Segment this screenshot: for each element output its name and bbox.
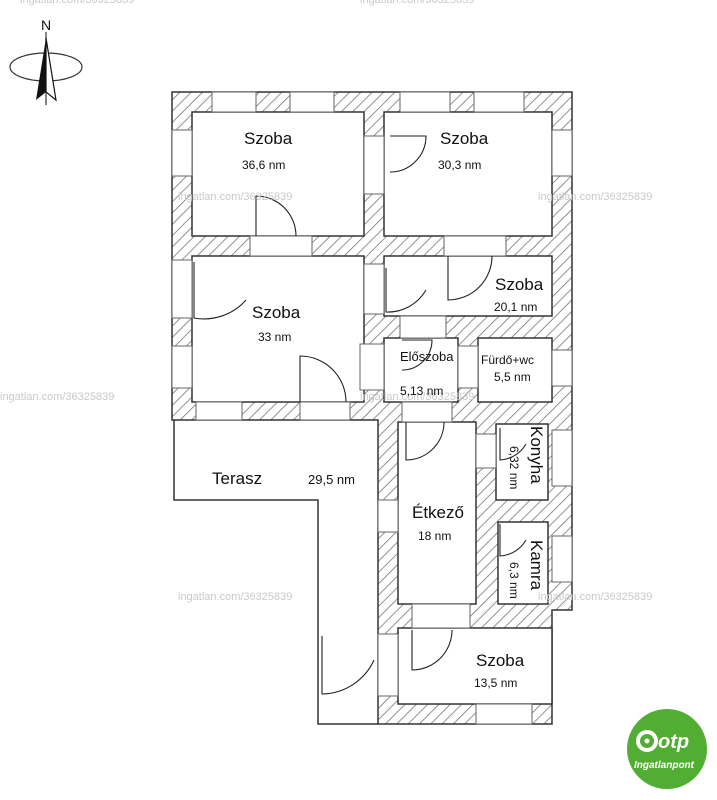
watermark: ingatlan.com/36325839 [360,391,474,403]
room-name: Terasz [212,469,262,488]
room-name: Étkező [412,503,464,522]
room-area: 13,5 nm [474,676,517,690]
watermark: ingatlan.com/36325839 [178,191,292,203]
watermark: ingatlan.com/36325839 [538,191,652,203]
room-name: Kamra [527,540,546,591]
otp-logo: otp Ingatlanpont [627,709,707,789]
watermark: ingatlan.com/36325839 [178,591,292,603]
room-area: 20,1 nm [494,300,537,314]
room-name: Szoba [244,129,293,148]
room-name: Előszoba [400,349,454,364]
watermark-top-left: ingatlan.com/36325839 [20,0,134,6]
watermark: ingatlan.com/36325839 [538,591,652,603]
room-area: 5,13 nm [400,384,443,398]
room-area: 6,32 nm [507,446,521,489]
room-name: Fürdő+wc [481,353,534,367]
logo-brand: otp [658,731,689,753]
room-area: 6,3 nm [507,562,521,599]
room-labels: Szoba 36,6 nm Szoba 30,3 nm Szoba 33 nm … [212,129,546,690]
room-name: Szoba [252,303,301,322]
compass-label: N [41,17,51,33]
room-area: 36,6 nm [242,158,285,172]
room-area: 5,5 nm [494,370,531,384]
watermark: ingatlan.com/36325839 [0,391,114,403]
compass-icon: N [9,17,83,105]
room-name: Szoba [476,651,525,670]
room-name: Szoba [495,275,544,294]
watermark-top-right: ingatlan.com/36325839 [360,0,474,6]
logo-sub: Ingatlanpont [634,760,695,771]
openings [171,91,573,725]
terrace-outline [173,420,378,725]
room-name: Konyha [527,426,546,484]
room-area: 30,3 nm [438,158,481,172]
room-name: Szoba [440,129,489,148]
door-swings [193,135,527,695]
room-area: 18 nm [418,529,451,543]
room-area: 33 nm [258,330,291,344]
room-area: 29,5 nm [308,472,355,487]
